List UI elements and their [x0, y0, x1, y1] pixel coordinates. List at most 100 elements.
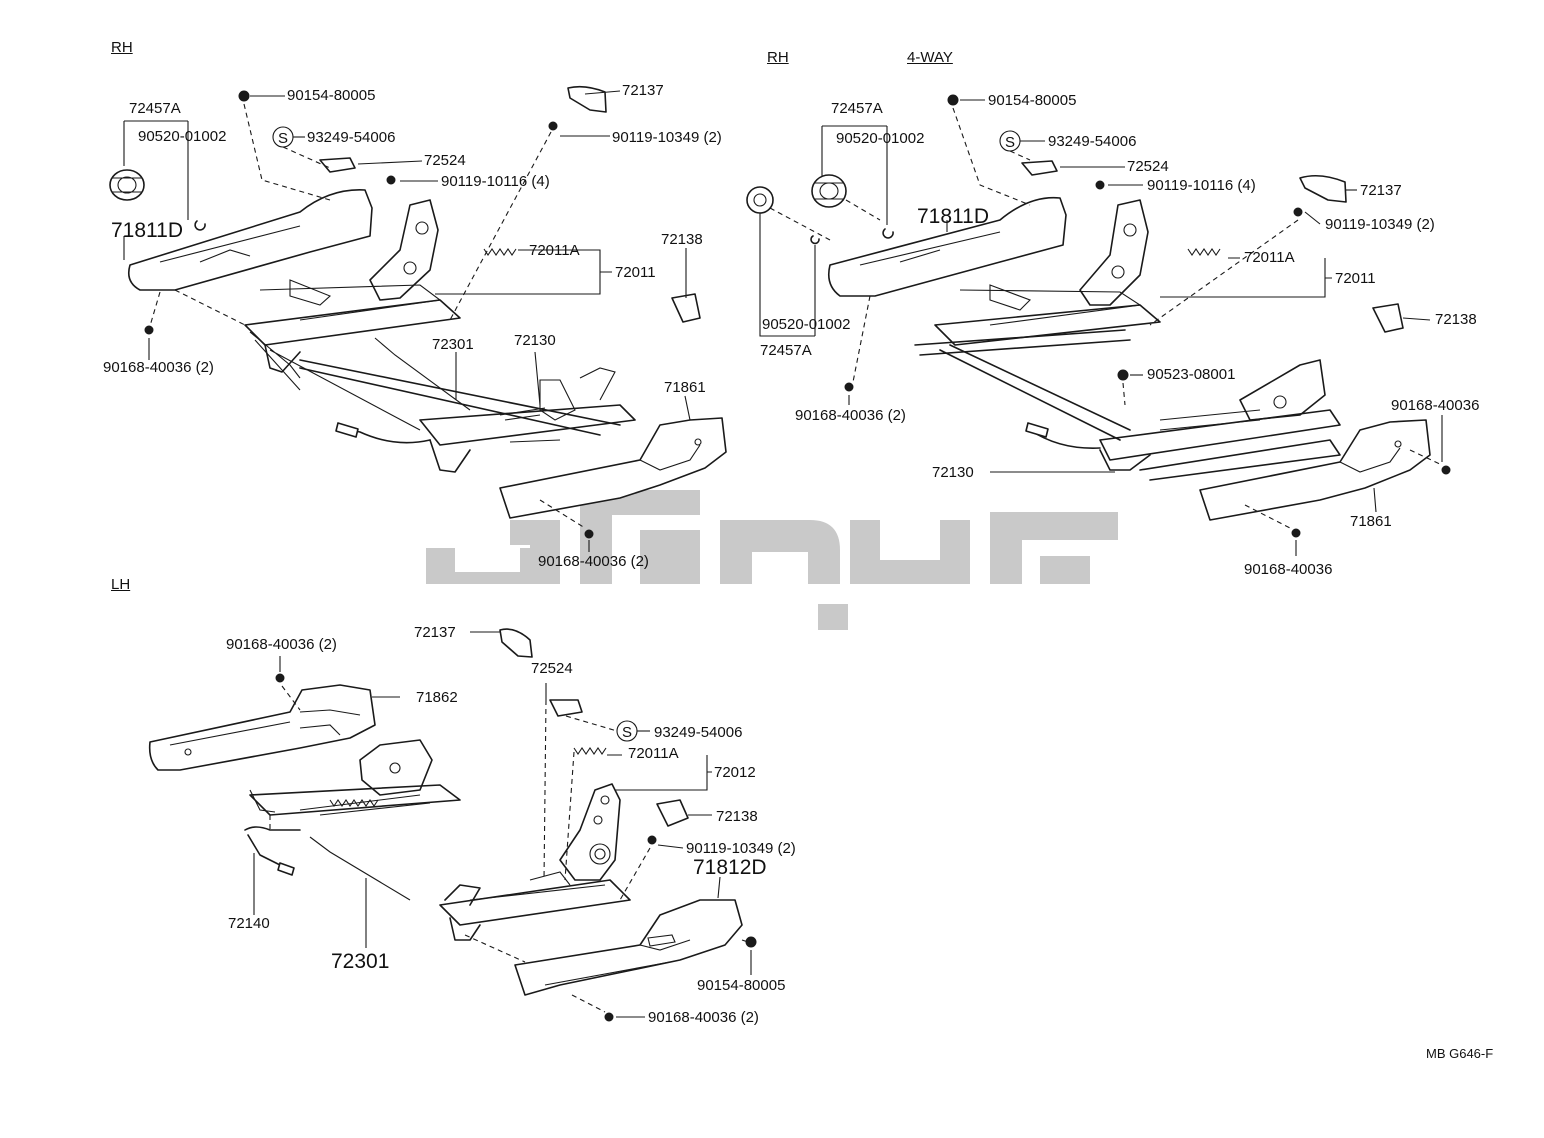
cap-icon: [1021, 160, 1058, 176]
seat-track-rails-icon: [914, 304, 1341, 481]
part-90168-40036[interactable]: 90168-40036: [1391, 397, 1480, 414]
watermark-logo: [426, 490, 1118, 630]
part-90520-01002[interactable]: 90520-01002: [138, 128, 227, 145]
section-label-rh-right: RH: [767, 49, 789, 66]
seat-track-rails-icon: [244, 739, 461, 876]
part-72011[interactable]: 72011: [615, 264, 656, 281]
part-72011[interactable]: 72011: [1335, 270, 1376, 287]
c-ring-icon: [882, 228, 894, 239]
recliner-bracket-icon: [439, 783, 631, 941]
part-93249-54006[interactable]: 93249-54006: [307, 129, 396, 146]
seat-track-rails-icon: [244, 299, 636, 473]
seat-side-frame-icon: [127, 189, 442, 321]
part-72130[interactable]: 72130: [932, 464, 974, 481]
part-90154-80005[interactable]: 90154-80005: [697, 977, 786, 994]
part-72011A[interactable]: 72011A: [529, 242, 580, 259]
part-72012[interactable]: 72012: [714, 764, 756, 781]
drawing-code: MB G646-F: [1426, 1046, 1494, 1061]
spring-icon: [483, 248, 517, 256]
c-ring-icon: [194, 220, 206, 231]
c-ring-icon: [810, 235, 820, 245]
part-72011A[interactable]: 72011A: [628, 745, 679, 762]
part-72457A[interactable]: 72457A: [129, 100, 181, 117]
release-cable-icon: [309, 836, 411, 901]
part-72137[interactable]: 72137: [622, 82, 664, 99]
part-90154-80005[interactable]: 90154-80005: [988, 92, 1077, 109]
release-handle-icon: [339, 427, 431, 444]
lh-assembly: S: [148, 628, 757, 1022]
part-71862[interactable]: 71862: [416, 689, 458, 706]
clip-cover-icon: [656, 799, 689, 827]
part-72457A[interactable]: 72457A: [760, 342, 812, 359]
part-90119-10349[interactable]: 90119-10349 (2): [686, 840, 796, 857]
bolt-icons: [144, 90, 594, 539]
svg-text:S: S: [622, 724, 632, 741]
seat-side-frame-icon: [827, 196, 1149, 326]
clip-symbol-icon: S: [999, 130, 1021, 152]
part-90168-40036[interactable]: 90168-40036 (2): [795, 407, 906, 424]
svg-text:S: S: [278, 130, 288, 147]
rh-left-assembly: S: [109, 85, 727, 552]
part-90520-01002[interactable]: 90520-01002: [762, 316, 851, 333]
svg-text:S: S: [1005, 134, 1015, 151]
bolt-icons: [275, 673, 757, 1022]
part-72524[interactable]: 72524: [531, 660, 573, 677]
side-shield-icon: [1199, 419, 1431, 521]
part-72301[interactable]: 72301: [432, 336, 474, 353]
spring-icon: [1187, 248, 1221, 256]
cap-icon: [549, 699, 583, 717]
release-cable-icon: [374, 337, 471, 411]
clip-cover-icon: [1372, 303, 1404, 333]
clip-symbol-icon: S: [616, 720, 638, 742]
part-90168-40036[interactable]: 90168-40036: [1244, 561, 1333, 578]
clip-symbol-icon: S: [272, 126, 294, 148]
part-72524[interactable]: 72524: [424, 152, 466, 169]
side-shield-icon: [499, 417, 727, 519]
knob-cover-icon: [567, 85, 607, 113]
part-90119-10116[interactable]: 90119-10116 (4): [1147, 177, 1256, 194]
recliner-knob-icon: [109, 169, 145, 201]
section-label-rh-left: RH: [111, 39, 133, 56]
part-90168-40036[interactable]: 90168-40036 (2): [226, 636, 337, 653]
part-71861[interactable]: 71861: [664, 379, 706, 396]
part-90523-08001[interactable]: 90523-08001: [1147, 366, 1236, 383]
part-93249-54006[interactable]: 93249-54006: [1048, 133, 1137, 150]
side-shield-icon: [514, 899, 743, 996]
part-71811D[interactable]: 71811D: [917, 205, 990, 228]
part-71861[interactable]: 71861: [1350, 513, 1392, 530]
part-72301[interactable]: 72301: [331, 950, 390, 973]
part-90119-10349[interactable]: 90119-10349 (2): [1325, 216, 1435, 233]
knob-cover-icon: [499, 628, 533, 658]
section-label-4way: 4-WAY: [907, 49, 953, 66]
part-90154-80005[interactable]: 90154-80005: [287, 87, 376, 104]
section-label-lh: LH: [111, 576, 131, 593]
bolt-icons: [844, 94, 1451, 538]
part-93249-54006[interactable]: 93249-54006: [654, 724, 743, 741]
part-72130[interactable]: 72130: [514, 332, 556, 349]
part-71812D[interactable]: 71812D: [693, 856, 767, 879]
part-72138[interactable]: 72138: [716, 808, 758, 825]
knob-cover-icon: [1299, 174, 1347, 203]
clip-cover-icon: [671, 293, 701, 323]
part-72011A[interactable]: 72011A: [1244, 249, 1295, 266]
part-72524[interactable]: 72524: [1127, 158, 1169, 175]
part-72457A[interactable]: 72457A: [831, 100, 883, 117]
part-72138[interactable]: 72138: [1435, 311, 1477, 328]
part-72137[interactable]: 72137: [1360, 182, 1402, 199]
side-shield-icon: [148, 684, 376, 771]
part-90119-10349[interactable]: 90119-10349 (2): [612, 129, 722, 146]
cap-icon: [319, 157, 356, 173]
part-72137[interactable]: 72137: [414, 624, 456, 641]
part-90168-40036[interactable]: 90168-40036 (2): [648, 1009, 759, 1026]
rh-right-assembly: S: [746, 94, 1451, 556]
part-90168-40036[interactable]: 90168-40036 (2): [103, 359, 214, 376]
recliner-knob-icon: [746, 174, 847, 214]
part-90119-10116[interactable]: 90119-10116 (4): [441, 173, 550, 190]
part-71811D[interactable]: 71811D: [111, 219, 184, 242]
part-90520-01002[interactable]: 90520-01002: [836, 130, 925, 147]
part-90168-40036[interactable]: 90168-40036 (2): [538, 553, 649, 570]
spring-icon: [573, 747, 607, 755]
part-72138[interactable]: 72138: [661, 231, 703, 248]
part-72140[interactable]: 72140: [228, 915, 270, 932]
